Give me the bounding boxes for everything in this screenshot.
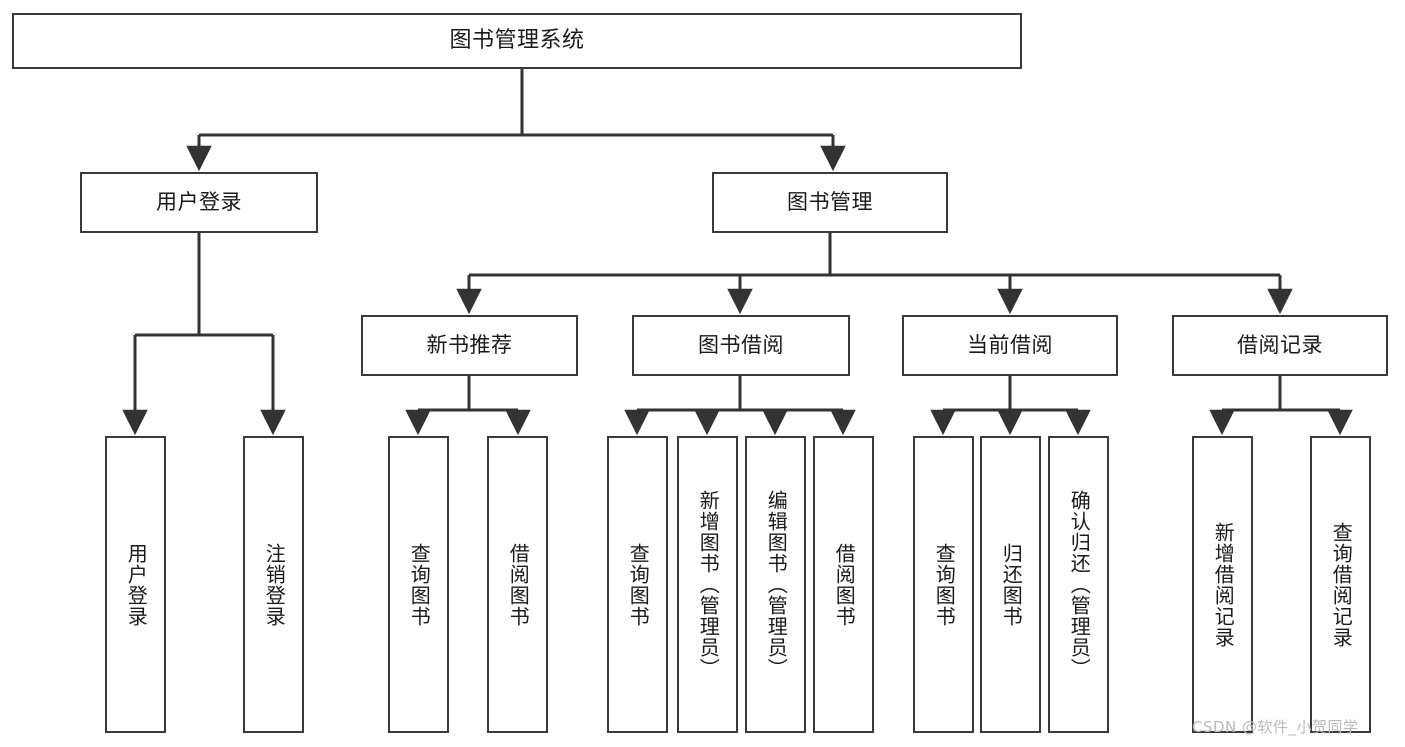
leaf-user-login[interactable]: 用户登录	[105, 436, 166, 733]
leaf-add-record[interactable]: 新增借阅记录	[1192, 436, 1253, 733]
leaf-return-book[interactable]: 归还图书	[980, 436, 1041, 733]
leaf-label: 编辑图书（管理员）	[764, 490, 789, 679]
leaf-query-book-cur[interactable]: 查询图书	[913, 436, 974, 733]
leaf-logout-login[interactable]: 注销登录	[243, 436, 304, 733]
node-book-management[interactable]: 图书管理	[712, 172, 948, 233]
node-book-borrow[interactable]: 图书借阅	[632, 315, 850, 376]
leaf-label: 查询图书	[407, 542, 432, 627]
node-current-borrow[interactable]: 当前借阅	[902, 315, 1118, 376]
leaf-confirm-return[interactable]: 确认归还（管理员）	[1048, 436, 1109, 733]
leaf-query-book-rec[interactable]: 查询图书	[388, 436, 449, 733]
leaf-label: 归还图书	[999, 542, 1024, 627]
leaf-label: 确认归还（管理员）	[1067, 490, 1092, 679]
leaf-label: 注销登录	[262, 542, 287, 627]
leaf-label: 查询图书	[932, 542, 957, 627]
leaf-label: 新增图书（管理员）	[696, 490, 721, 679]
node-new-book-recommend[interactable]: 新书推荐	[361, 315, 578, 376]
node-root-system[interactable]: 图书管理系统	[12, 13, 1022, 69]
leaf-query-book[interactable]: 查询图书	[607, 436, 668, 733]
leaf-borrow-book-rec[interactable]: 借阅图书	[487, 436, 548, 733]
node-borrow-record[interactable]: 借阅记录	[1172, 315, 1388, 376]
node-user-login[interactable]: 用户登录	[80, 172, 318, 233]
leaf-borrow-book[interactable]: 借阅图书	[813, 436, 874, 733]
leaf-label: 查询图书	[626, 542, 651, 627]
csdn-watermark: CSDN @软件_小贺同学	[1192, 718, 1359, 736]
leaf-add-book[interactable]: 新增图书（管理员）	[677, 436, 738, 733]
leaf-label: 借阅图书	[832, 542, 857, 627]
leaf-label: 新增借阅记录	[1211, 521, 1236, 648]
leaf-label: 借阅图书	[506, 542, 531, 627]
leaf-label: 用户登录	[124, 542, 149, 627]
leaf-query-record[interactable]: 查询借阅记录	[1310, 436, 1371, 733]
leaf-edit-book[interactable]: 编辑图书（管理员）	[745, 436, 806, 733]
leaf-label: 查询借阅记录	[1329, 521, 1354, 648]
